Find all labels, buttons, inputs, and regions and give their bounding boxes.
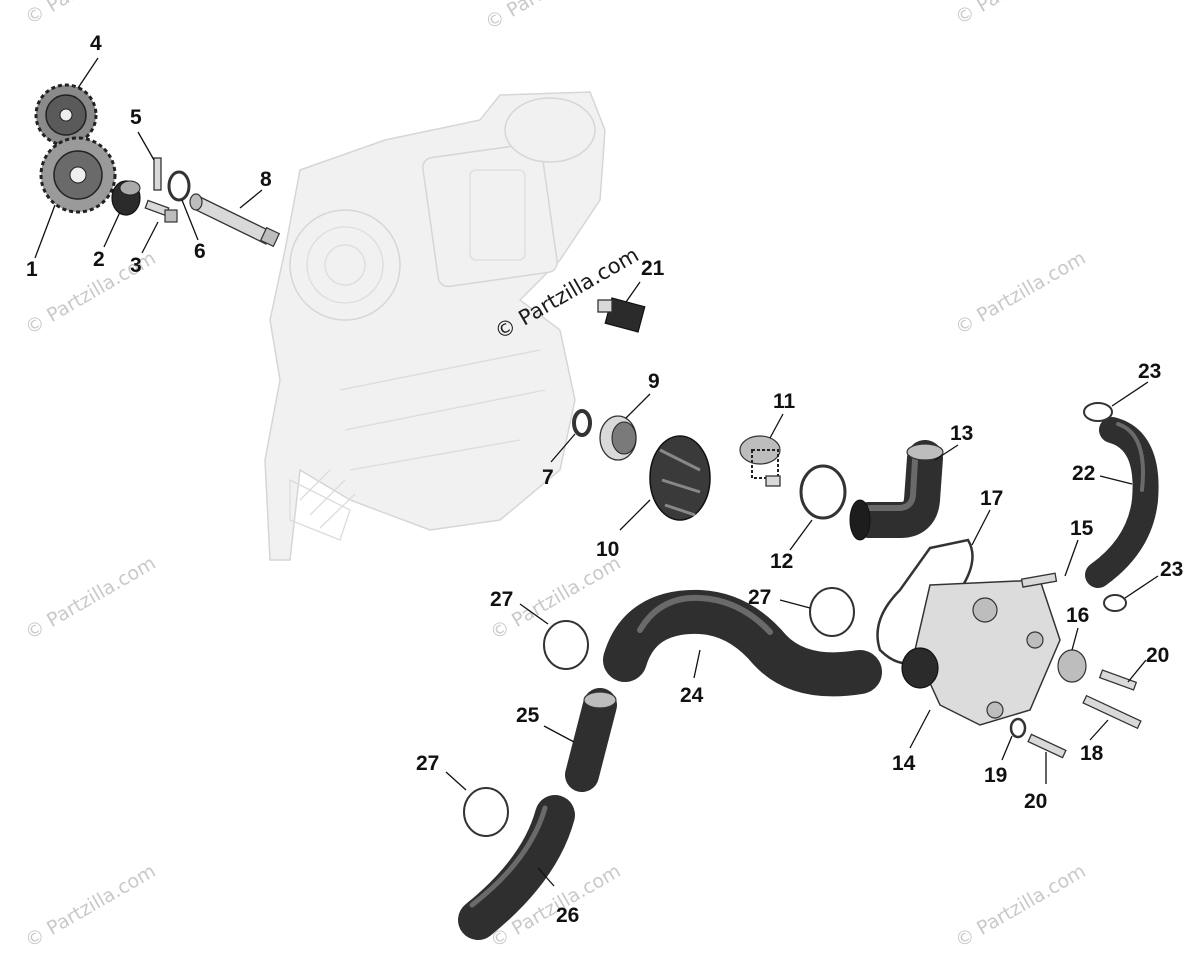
connector-25: [565, 688, 617, 792]
elbow-hose: [849, 440, 944, 541]
callout-26: 26: [556, 904, 579, 927]
bolt-20a: [1098, 669, 1138, 691]
callout-23a: 23: [1138, 360, 1161, 383]
sensor: [597, 297, 646, 333]
callout-10: 10: [596, 538, 619, 561]
clamp-27c: [463, 787, 509, 837]
callout-1: 1: [26, 258, 38, 281]
callouts: 4 1 2 3 5 6 8 21 7 9 10 11 12 13 17 15 2…: [26, 32, 1183, 927]
callout-16: 16: [1066, 604, 1089, 627]
callout-21: 21: [641, 257, 665, 280]
bolt-15: [1020, 572, 1058, 588]
thermostat: [739, 435, 781, 487]
callout-20a: 20: [1146, 644, 1169, 667]
callout-19: 19: [984, 764, 1007, 787]
hose-22: [1085, 417, 1159, 588]
gear-lower: [39, 136, 117, 214]
watermark-text: © Partzilla.com: [482, 0, 620, 34]
clamp-27a: [543, 620, 589, 670]
callout-23b: 23: [1160, 558, 1183, 581]
ring-7: [572, 409, 592, 437]
bolt-3: [144, 199, 178, 223]
gear-upper: [34, 83, 98, 147]
callout-18: 18: [1080, 742, 1104, 765]
watermark-text: © Partzilla.com: [22, 552, 160, 644]
gasket: [876, 538, 974, 665]
engine-cover-ghost: [264, 91, 606, 561]
watermark-text: © Partzilla.com: [952, 0, 1090, 29]
impeller: [649, 435, 711, 521]
callout-27a: 27: [490, 588, 513, 611]
callout-14: 14: [892, 752, 916, 775]
callout-17: 17: [980, 487, 1003, 510]
callout-22: 22: [1072, 462, 1095, 485]
bushing: [111, 180, 141, 216]
callout-6: 6: [194, 240, 206, 263]
callout-7: 7: [542, 466, 554, 489]
leader-lines: [34, 57, 1159, 887]
bolt-18: [1082, 694, 1142, 730]
clamp-23b: [1103, 594, 1127, 612]
sleeve-16: [1057, 649, 1087, 683]
callout-20b: 20: [1024, 790, 1047, 813]
washer-19: [1009, 717, 1027, 739]
clamp-23a: [1083, 402, 1113, 422]
pump-housing: [901, 579, 1061, 726]
callout-2: 2: [93, 248, 105, 271]
callout-8: 8: [260, 168, 272, 191]
callout-3: 3: [130, 254, 142, 277]
washer: [167, 170, 191, 202]
callout-11: 11: [773, 390, 796, 413]
callout-5: 5: [130, 106, 142, 129]
callout-27b: 27: [748, 586, 771, 609]
shaft: [189, 193, 281, 248]
watermark-text: © Partzilla.com: [22, 0, 160, 29]
callout-15: 15: [1070, 517, 1094, 540]
callout-9: 9: [648, 370, 660, 393]
hose-24: [603, 589, 882, 697]
hose-26: [458, 795, 575, 940]
watermark-text: © Partzilla.com: [22, 860, 160, 952]
pin: [153, 157, 162, 191]
callout-12: 12: [770, 550, 793, 573]
callout-24: 24: [680, 684, 704, 707]
bolt-20b: [1027, 733, 1067, 759]
oring-12: [799, 464, 847, 520]
callout-25: 25: [516, 704, 540, 727]
watermark-text: © Partzilla.com: [952, 247, 1090, 339]
callout-27c: 27: [416, 752, 439, 775]
callout-13: 13: [950, 422, 973, 445]
watermark-text: © Partzilla.com: [952, 860, 1090, 952]
callout-4: 4: [90, 32, 102, 55]
clamp-27b: [809, 587, 855, 637]
seal-9: [599, 415, 637, 461]
